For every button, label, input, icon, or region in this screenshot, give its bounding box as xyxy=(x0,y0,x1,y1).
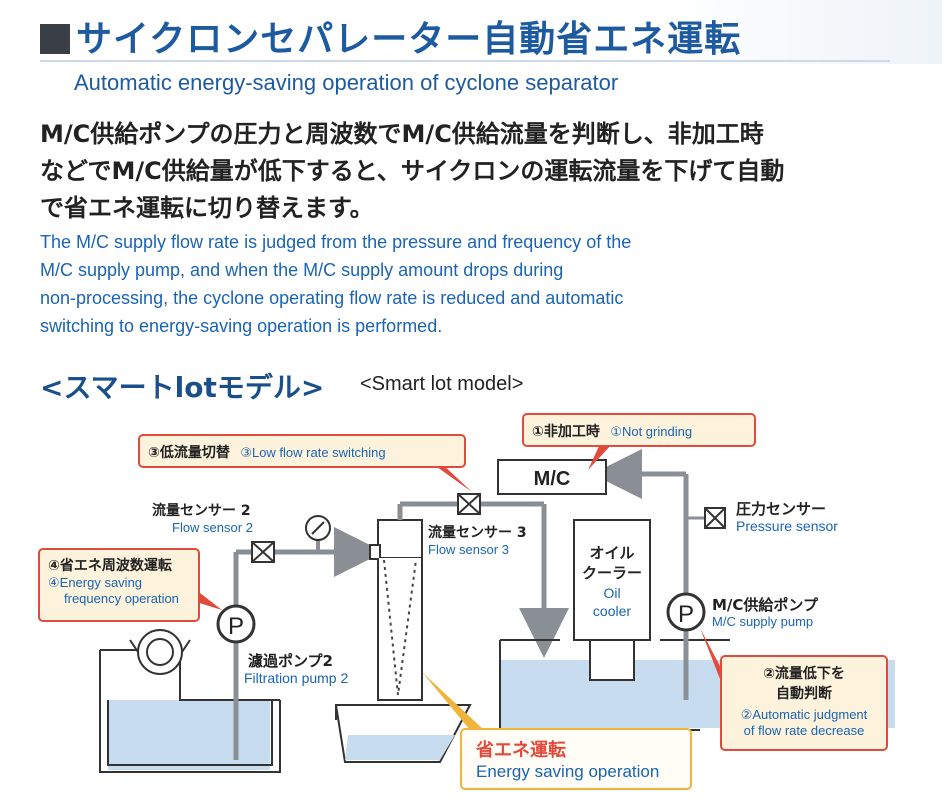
callout-not-grinding: ①非加工時 ①Not grinding xyxy=(522,413,756,447)
callout-energy-op-jp: 省エネ運転 xyxy=(476,740,566,761)
callout-pointer-energy-freq xyxy=(196,590,222,610)
dirty-tank xyxy=(99,629,281,773)
callout-not-grinding-jp: ①非加工時 xyxy=(532,424,600,440)
mc-supply-pipe xyxy=(592,449,689,700)
oil-cooler-label-en-1: Oil xyxy=(603,585,621,601)
flow-sensor-2-icon xyxy=(251,541,275,563)
callout-energy-freq-jp: ④省エネ周波数運転 xyxy=(48,558,172,574)
mc-pump-p: P xyxy=(678,601,694,628)
mc-pump-label-en: M/C supply pump xyxy=(712,614,814,629)
callout-low-flow-en: ③Low flow rate switching xyxy=(240,445,386,460)
flow-sensor-3-icon xyxy=(457,493,481,515)
flow-sensor-3-label-jp: 流量センサー 3 xyxy=(428,525,527,541)
pressure-sensor-label-en: Pressure sensor xyxy=(736,518,838,534)
callout-auto-judge-en-1: ②Automatic judgment xyxy=(740,707,868,722)
mc-pump-label-jp: M/C供給ポンプ xyxy=(712,596,818,614)
filtration-pump-label-en: Filtration pump 2 xyxy=(244,670,349,686)
flow-sensor-3-label-en: Flow sensor 3 xyxy=(428,542,509,557)
cyclone-separator xyxy=(369,519,423,701)
filtration-pump-p: P xyxy=(228,613,244,640)
callout-low-flow-jp: ③低流量切替 xyxy=(148,445,230,461)
callout-pointer-auto-judge xyxy=(700,628,722,684)
model-title-jp: <スマートlotモデル> xyxy=(40,371,325,404)
callout-energy-op: 省エネ運転 Energy saving operation xyxy=(460,728,692,790)
description-en-line-3: non-processing, the cyclone operating fl… xyxy=(40,288,624,308)
callout-energy-freq: ④省エネ周波数運転 ④Energy saving frequency opera… xyxy=(38,548,200,622)
callout-auto-judge-jp-2: 自動判断 xyxy=(776,686,832,702)
pressure-sensor-icon xyxy=(686,507,726,529)
callout-auto-judge: ②流量低下を 自動判断 ②Automatic judgment of flow … xyxy=(720,655,888,751)
flow-sensor-2-label-jp: 流量センサー 2 xyxy=(152,503,251,519)
callout-low-flow: ③低流量切替 ③Low flow rate switching xyxy=(138,434,466,468)
pressure-gauge-icon xyxy=(305,515,331,552)
description-en-line-1: The M/C supply flow rate is judged from … xyxy=(40,232,632,252)
clean-tank-small xyxy=(334,704,472,763)
callout-energy-op-en: Energy saving operation xyxy=(476,762,660,781)
description-jp-line-3: で省エネ運転に切り替えます。 xyxy=(40,194,374,222)
callout-pointer-low-flow xyxy=(430,462,472,492)
mc-pump-symbol xyxy=(666,592,706,632)
callout-pointer-energy-op xyxy=(422,672,484,730)
mc-label: M/C xyxy=(534,468,571,490)
oil-cooler-label-jp-1: オイル xyxy=(589,544,635,562)
oil-cooler xyxy=(573,519,651,681)
filtration-pump-symbol xyxy=(216,604,256,644)
callout-not-grinding-en: ①Not grinding xyxy=(610,424,693,439)
callout-energy-freq-en-1: ④Energy saving xyxy=(48,575,143,590)
description-en-line-4: switching to energy-saving operation is … xyxy=(40,316,443,336)
title-square-icon xyxy=(40,24,70,54)
mc-box xyxy=(497,459,607,495)
oil-cooler-label-jp-2: クーラー xyxy=(581,564,642,582)
description-jp-line-1: M/C供給ポンプの圧力と周波数でM/C供給流量を判断し、非加工時 xyxy=(40,120,764,148)
oil-cooler-label-en-2: cooler xyxy=(592,603,632,619)
title-band xyxy=(0,0,942,64)
callout-pointer-not-grinding xyxy=(588,444,612,470)
page-title-text: サイクロンセパレーター自動省エネ運転 xyxy=(76,19,742,60)
callout-auto-judge-en-2: of flow rate decrease xyxy=(743,723,865,738)
description-jp-line-2: などでM/C供給量が低下すると、サイクロンの運転流量を下げて自動 xyxy=(40,157,785,185)
callout-auto-judge-jp-1: ②流量低下を xyxy=(763,666,845,682)
page-subtitle: Automatic energy-saving operation of cyc… xyxy=(74,70,619,95)
pressure-sensor-label-jp: 圧力センサー xyxy=(736,500,827,518)
callout-energy-freq-en-2: frequency operation xyxy=(64,591,179,606)
title-divider xyxy=(40,60,890,62)
flow-sensor-2-label-en: Flow sensor 2 xyxy=(172,520,253,535)
filtration-pump-label-jp: 濾過ポンプ2 xyxy=(248,652,333,670)
page-title: サイクロンセパレーター自動省エネ運転 xyxy=(40,10,741,62)
model-title-en: <Smart lot model> xyxy=(360,373,524,395)
description-en-line-2: M/C supply pump, and when the M/C supply… xyxy=(40,260,564,280)
